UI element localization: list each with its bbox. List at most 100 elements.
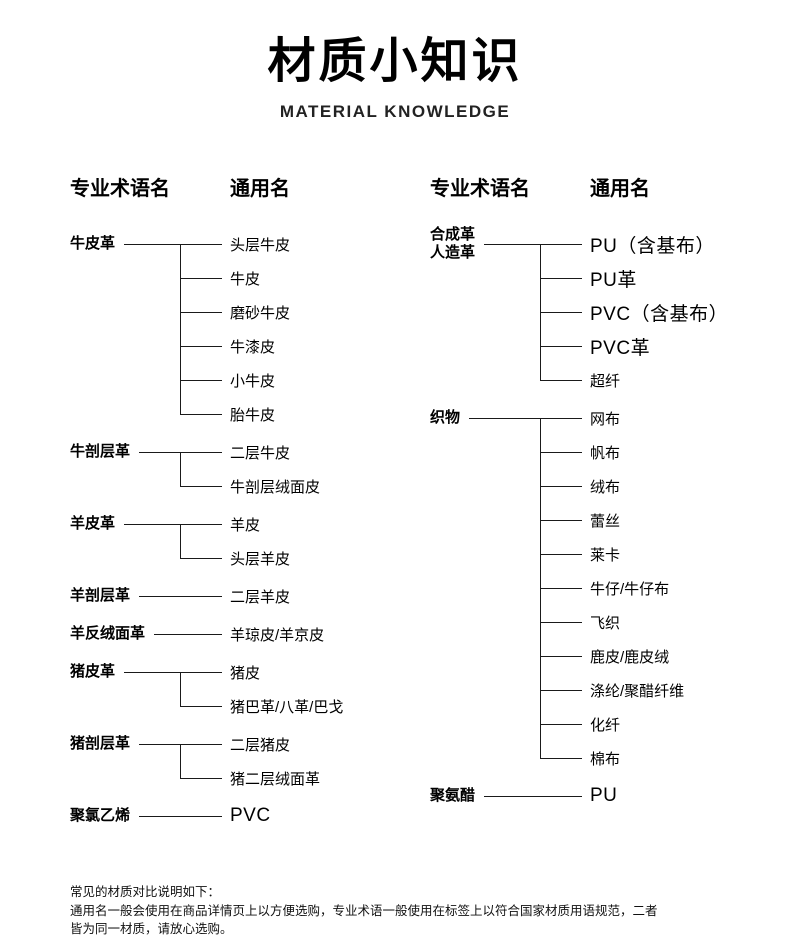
- term-label: 牛皮革: [70, 235, 116, 253]
- items-list: PU（含基布） PU革 PVC（含基布） PVC革超纤: [540, 227, 728, 397]
- footer-note: 常见的材质对比说明如下： 通用名一般会使用在商品详情页上以方便选购，专业术语一般…: [0, 883, 730, 939]
- item-row: 小牛皮: [180, 363, 360, 397]
- item-stub-line: [180, 633, 222, 635]
- item-stub-line: [540, 519, 582, 521]
- header-common: 通用名: [230, 178, 290, 201]
- term-label: 合成革 人造革: [430, 226, 476, 262]
- item-stub-line: [180, 311, 222, 313]
- term-label: 羊反绒面革: [70, 625, 146, 643]
- footer-note-intro: 常见的材质对比说明如下：: [70, 885, 221, 900]
- vertical-line: [180, 244, 181, 415]
- item-label: PU: [590, 785, 618, 807]
- item-stub-line: [180, 345, 222, 347]
- term-label: 羊剖层革: [70, 587, 131, 605]
- item-row: 涤纶/聚醋纤维: [540, 673, 720, 707]
- term-label: 聚氨醋: [430, 787, 476, 805]
- material-group: 羊反绒面革 羊琼皮/羊京皮: [70, 617, 360, 651]
- items-list: 二层羊皮: [180, 579, 360, 613]
- item-row: 羊琼皮/羊京皮: [180, 617, 360, 651]
- item-stub-line: [540, 311, 582, 313]
- item-label: PVC: [230, 805, 271, 827]
- term-label: 织物: [430, 409, 461, 427]
- column-left: 专业术语名通用名牛皮革头层牛皮牛皮磨砂牛皮牛漆皮小牛皮胎牛皮牛剖层革二层牛皮牛剖…: [70, 172, 360, 837]
- item-stub-line: [180, 413, 222, 415]
- item-label: 棉布: [590, 750, 621, 768]
- column-headers: 专业术语名 通用名: [70, 172, 360, 201]
- item-row: 蕾丝: [540, 503, 720, 537]
- term-label: 猪皮革: [70, 663, 116, 681]
- connector-line: [139, 595, 180, 597]
- item-stub-line: [180, 557, 222, 559]
- item-row: 帆布: [540, 435, 720, 469]
- item-stub-line: [540, 485, 582, 487]
- item-row: PU革: [540, 261, 720, 295]
- items-list: 羊琼皮/羊京皮: [180, 617, 360, 651]
- term-cell: 牛皮革: [70, 227, 180, 261]
- term-cell: 合成革 人造革: [430, 226, 540, 262]
- item-row: 二层猪皮: [180, 727, 360, 761]
- connector-line: [124, 671, 180, 673]
- items-list: 头层牛皮牛皮磨砂牛皮牛漆皮小牛皮胎牛皮: [180, 227, 360, 431]
- item-label: PU革: [590, 269, 637, 291]
- item-label: 胎牛皮: [230, 406, 276, 424]
- material-group: 合成革 人造革 PU（含基布） PU革 PVC（含基布） PVC革超纤: [430, 226, 728, 397]
- item-stub-line: [180, 243, 222, 245]
- material-group: 猪剖层革二层猪皮猪二层绒面革: [70, 727, 360, 795]
- item-label: 蕾丝: [590, 512, 621, 530]
- item-label: 超纤: [590, 372, 621, 390]
- item-stub-line: [540, 553, 582, 555]
- item-stub-line: [180, 379, 222, 381]
- connector-line: [484, 243, 540, 245]
- connector-line: [124, 243, 180, 245]
- vertical-line: [180, 452, 181, 487]
- item-label: PU（含基布）: [590, 235, 715, 257]
- term-label: 聚氯乙烯: [70, 807, 131, 825]
- item-label: 帆布: [590, 444, 621, 462]
- item-label: 绒布: [590, 478, 621, 496]
- item-stub-line: [180, 671, 222, 673]
- material-group: 牛皮革头层牛皮牛皮磨砂牛皮牛漆皮小牛皮胎牛皮: [70, 227, 360, 431]
- item-row: PVC（含基布）: [540, 295, 728, 329]
- item-stub-line: [540, 757, 582, 759]
- item-stub-line: [540, 243, 582, 245]
- item-label: 牛剖层绒面皮: [230, 478, 321, 496]
- item-row: 超纤: [540, 363, 720, 397]
- item-row: 二层羊皮: [180, 579, 360, 613]
- items-list: 二层牛皮牛剖层绒面皮: [180, 435, 360, 503]
- vertical-line: [180, 744, 181, 779]
- item-label: PVC（含基布）: [590, 303, 729, 325]
- term-cell: 猪皮革: [70, 655, 180, 689]
- item-row: 二层牛皮: [180, 435, 360, 469]
- item-label: 猪二层绒面革: [230, 770, 321, 788]
- header-common: 通用名: [590, 178, 650, 201]
- columns: 专业术语名通用名牛皮革头层牛皮牛皮磨砂牛皮牛漆皮小牛皮胎牛皮牛剖层革二层牛皮牛剖…: [0, 172, 790, 837]
- item-row: 羊皮: [180, 507, 360, 541]
- item-label: 头层牛皮: [230, 236, 291, 254]
- item-label: 小牛皮: [230, 372, 276, 390]
- item-row: 胎牛皮: [180, 397, 360, 431]
- item-label: 化纤: [590, 716, 621, 734]
- item-label: 牛漆皮: [230, 338, 276, 356]
- items-list: 网布帆布绒布蕾丝莱卡牛仔/牛仔布飞织鹿皮/鹿皮绒涤纶/聚醋纤维化纤棉布: [540, 401, 720, 775]
- item-label: 羊琼皮/羊京皮: [230, 626, 325, 644]
- item-stub-line: [180, 743, 222, 745]
- header-term: 专业术语名: [70, 178, 170, 201]
- item-row: PVC: [180, 799, 360, 833]
- item-row: 猪二层绒面革: [180, 761, 360, 795]
- item-label: 磨砂牛皮: [230, 304, 291, 322]
- item-stub-line: [540, 587, 582, 589]
- item-row: 猪皮: [180, 655, 360, 689]
- material-group: 聚氯乙烯 PVC: [70, 799, 360, 833]
- item-row: 磨砂牛皮: [180, 295, 360, 329]
- item-stub-line: [180, 777, 222, 779]
- item-row: 鹿皮/鹿皮绒: [540, 639, 720, 673]
- term-cell: 牛剖层革: [70, 435, 180, 469]
- vertical-line: [180, 672, 181, 707]
- material-group: 织物网布帆布绒布蕾丝莱卡牛仔/牛仔布飞织鹿皮/鹿皮绒涤纶/聚醋纤维化纤棉布: [430, 401, 720, 775]
- item-label: PVC革: [590, 337, 651, 359]
- column-headers: 专业术语名通用名: [430, 172, 720, 201]
- item-stub-line: [180, 451, 222, 453]
- item-stub-line: [540, 277, 582, 279]
- vertical-line: [180, 524, 181, 559]
